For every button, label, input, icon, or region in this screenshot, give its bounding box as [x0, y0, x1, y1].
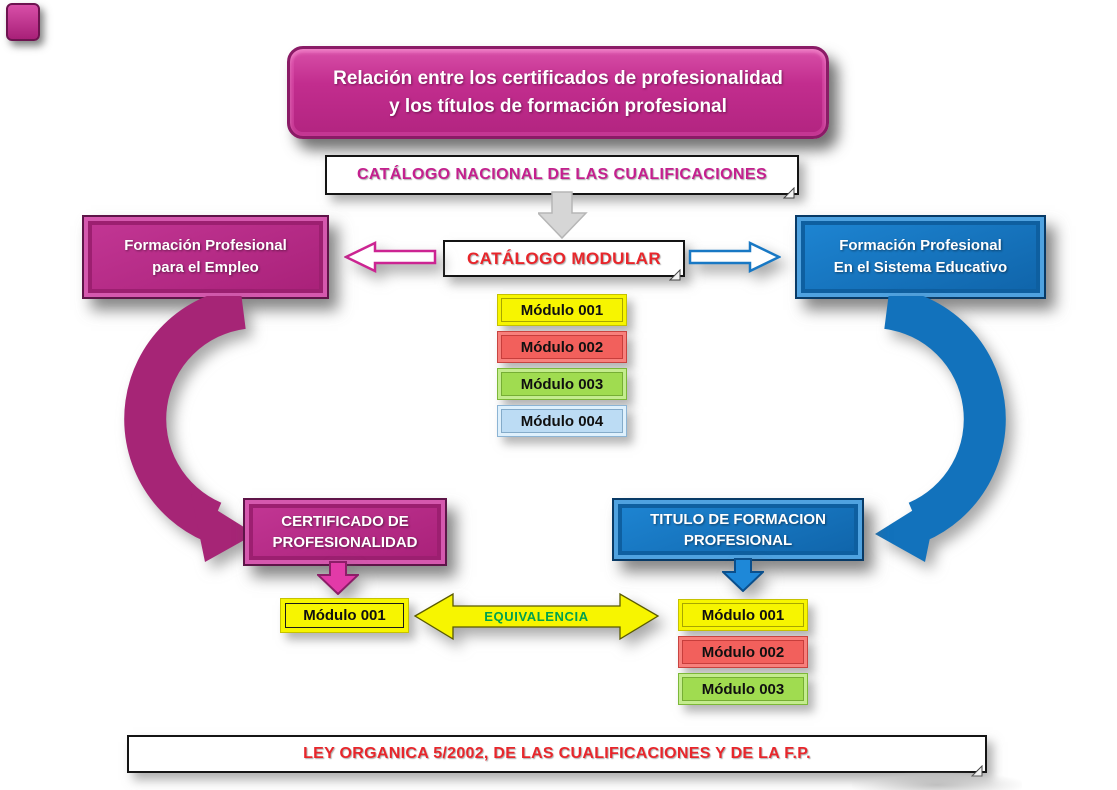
equivalencia-arrow-icon	[413, 592, 660, 641]
certificado-module-1: Módulo 001	[280, 598, 409, 633]
diagram-title-line1: Relación entre los certificados de profe…	[333, 67, 783, 89]
corner-decoration	[6, 3, 40, 41]
fp-educativo-box: Formación Profesional En el Sistema Educ…	[795, 215, 1046, 299]
titulo-module-3: Módulo 003	[678, 673, 808, 705]
right-arrow-icon	[688, 241, 781, 273]
certificado-line1: CERTIFICADO DE	[281, 513, 409, 530]
central-module-2: Módulo 002	[497, 331, 627, 363]
ley-organica-box: LEY ORGANICA 5/2002, DE LAS CUALIFICACIO…	[127, 735, 987, 777]
titulo-line2: PROFESIONAL	[683, 531, 793, 549]
equivalencia-label: EQUIVALENCIA	[484, 608, 589, 624]
titulo-module-1: Módulo 001	[678, 599, 808, 631]
central-module-4: Módulo 004	[497, 405, 627, 437]
catalogo-nacional-box: CATÁLOGO NACIONAL DE LAS CUALIFICACIONES	[325, 155, 799, 199]
central-module-1-label: Módulo 001	[520, 301, 604, 319]
fp-empleo-line2: para el Empleo	[152, 259, 259, 276]
fp-educativo-line1: Formación Profesional	[839, 237, 1002, 254]
certificado-module-1-label: Módulo 001	[303, 607, 386, 624]
corner-fold-icon	[783, 187, 795, 199]
ley-organica-label: LEY ORGANICA 5/2002, DE LAS CUALIFICACIO…	[303, 745, 811, 762]
central-module-3-label: Módulo 003	[520, 375, 604, 393]
curved-arrow-left-icon	[124, 296, 255, 562]
central-module-2-label: Módulo 002	[520, 338, 604, 356]
certificado-box: CERTIFICADO DE PROFESIONALIDAD	[243, 498, 447, 566]
titulo-module-2: Módulo 002	[678, 636, 808, 668]
central-module-1: Módulo 001	[497, 294, 627, 326]
left-arrow-icon	[344, 241, 437, 273]
titulo-module-2-label: Módulo 002	[701, 643, 785, 661]
fp-empleo-line1: Formación Profesional	[124, 237, 287, 254]
titulo-line1: TITULO DE FORMACION	[650, 510, 826, 528]
central-module-3: Módulo 003	[497, 368, 627, 400]
down-arrow-blue-icon	[722, 558, 764, 592]
catalogo-modular-box: CATÁLOGO MODULAR	[443, 240, 685, 281]
titulo-box: TITULO DE FORMACION PROFESIONAL	[612, 498, 864, 561]
certificado-line2: PROFESIONALIDAD	[272, 534, 418, 551]
shadow-artifact	[852, 772, 1022, 790]
titulo-module-3-label: Módulo 003	[701, 680, 785, 698]
down-arrow-magenta-icon	[317, 561, 359, 595]
diagram-title-line2: y los títulos de formación profesional	[389, 95, 727, 117]
corner-fold-icon	[669, 269, 681, 281]
down-arrow-gray-icon	[538, 191, 588, 239]
fp-educativo-line2: En el Sistema Educativo	[833, 259, 1008, 276]
diagram-title: Relación entre los certificados de profe…	[287, 46, 829, 139]
fp-empleo-box: Formación Profesional para el Empleo	[82, 215, 329, 299]
curved-arrow-right-icon	[875, 296, 1006, 562]
titulo-module-1-label: Módulo 001	[701, 606, 785, 624]
catalogo-modular-label: CATÁLOGO MODULAR	[466, 248, 661, 268]
catalogo-nacional-label: CATÁLOGO NACIONAL DE LAS CUALIFICACIONES	[356, 166, 768, 183]
central-module-4-label: Módulo 004	[520, 412, 604, 430]
